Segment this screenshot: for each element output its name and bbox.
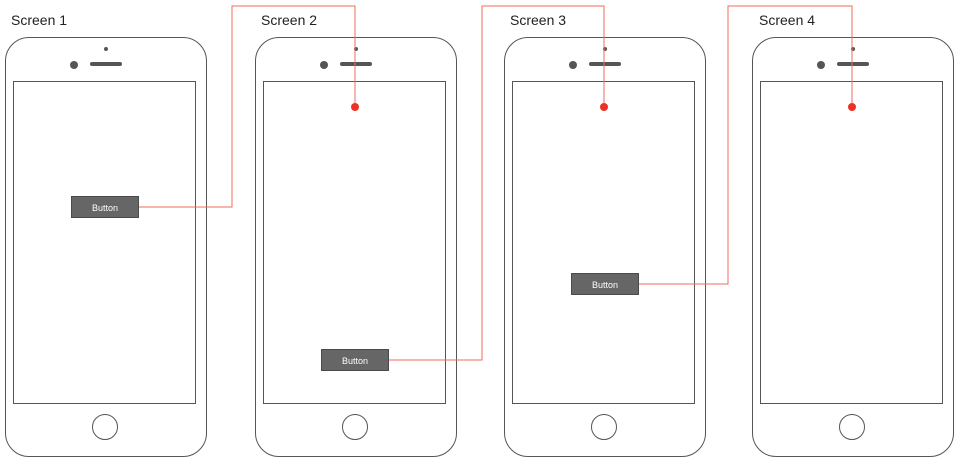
sensor-dot (104, 47, 108, 51)
screen-3-button[interactable]: Button (571, 273, 639, 295)
phone-display (13, 81, 196, 404)
sensor-dot (354, 47, 358, 51)
sensor-dot (851, 47, 855, 51)
home-button[interactable] (342, 414, 368, 440)
sensor-dot (603, 47, 607, 51)
screen-4-title: Screen 4 (759, 12, 816, 28)
screen-2-button[interactable]: Button (321, 349, 389, 371)
camera-icon (569, 61, 577, 69)
phone-screen-1 (5, 37, 207, 457)
home-button[interactable] (591, 414, 617, 440)
home-button[interactable] (92, 414, 118, 440)
speaker-grille (589, 62, 621, 66)
phone-screen-4 (752, 37, 954, 457)
screen-2-title: Screen 2 (261, 12, 318, 28)
camera-icon (817, 61, 825, 69)
phone-display (512, 81, 695, 404)
screen-1-button[interactable]: Button (71, 196, 139, 218)
speaker-grille (90, 62, 122, 66)
camera-icon (70, 61, 78, 69)
phone-display (760, 81, 943, 404)
phone-screen-2 (255, 37, 457, 457)
speaker-grille (340, 62, 372, 66)
camera-icon (320, 61, 328, 69)
screen-3-title: Screen 3 (510, 12, 567, 28)
phone-screen-3 (504, 37, 706, 457)
home-button[interactable] (839, 414, 865, 440)
screen-1-title: Screen 1 (11, 12, 68, 28)
speaker-grille (837, 62, 869, 66)
